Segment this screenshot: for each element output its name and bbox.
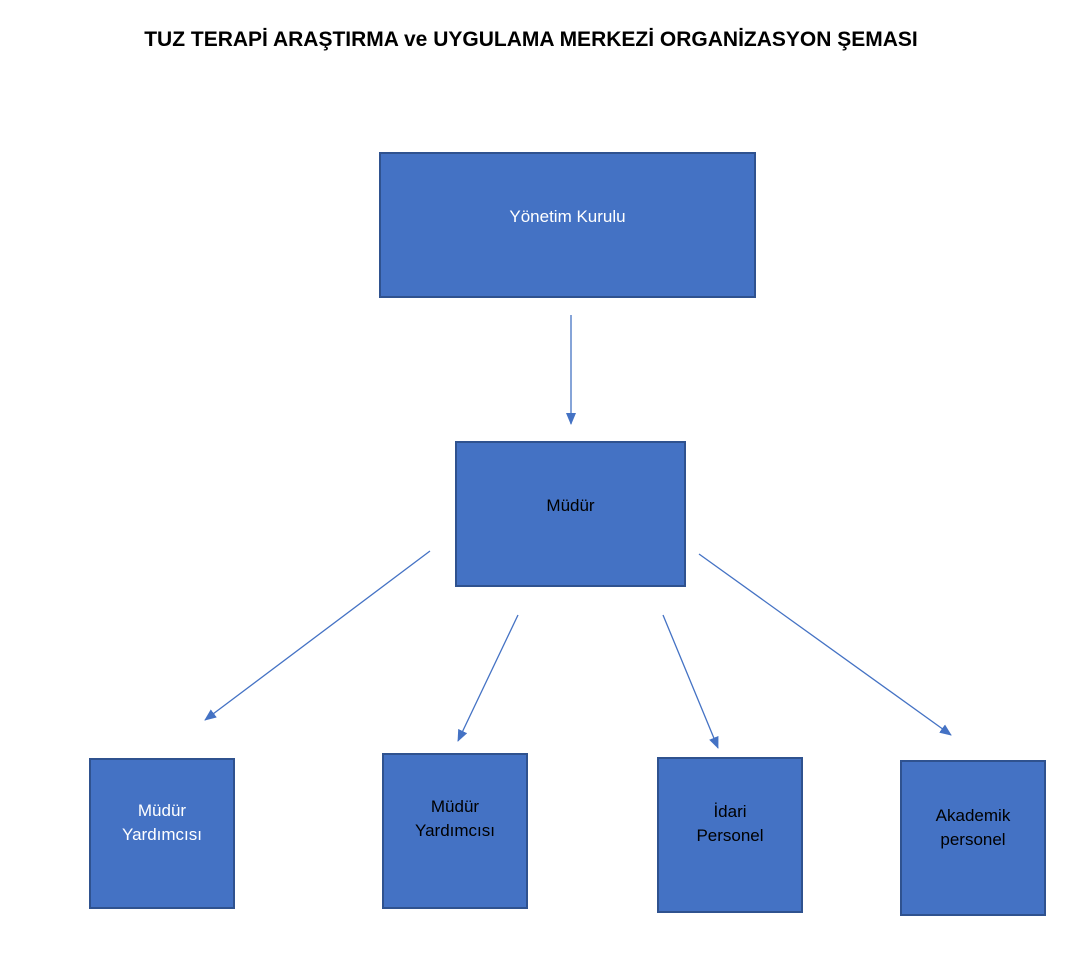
admin-staff-box: İdari Personel — [657, 757, 803, 913]
arrow-director-to-deputy-1 — [204, 550, 431, 721]
academic-staff-label: Akademik personel — [935, 806, 1011, 849]
arrow-director-to-academic-staff — [698, 553, 952, 736]
deputy-director-label-1: Müdür Yardımcısı — [122, 801, 202, 844]
arrow-director-to-deputy-2 — [457, 614, 519, 742]
deputy-director-box-1: Müdür Yardımcısı — [89, 758, 235, 909]
page-title: TUZ TERAPİ ARAŞTIRMA ve UYGULAMA MERKEZİ… — [144, 28, 918, 51]
admin-staff-label: İdari Personel — [696, 802, 764, 845]
academic-staff-box: Akademik personel — [900, 760, 1046, 916]
deputy-director-label-2: Müdür Yardımcısı — [415, 797, 495, 840]
director-box: Müdür — [455, 441, 686, 587]
board-box: Yönetim Kurulu — [379, 152, 756, 298]
director-label: Müdür — [546, 496, 595, 515]
arrow-director-to-admin-staff — [662, 614, 719, 749]
board-label: Yönetim Kurulu — [509, 207, 626, 226]
deputy-director-box-2: Müdür Yardımcısı — [382, 753, 528, 909]
